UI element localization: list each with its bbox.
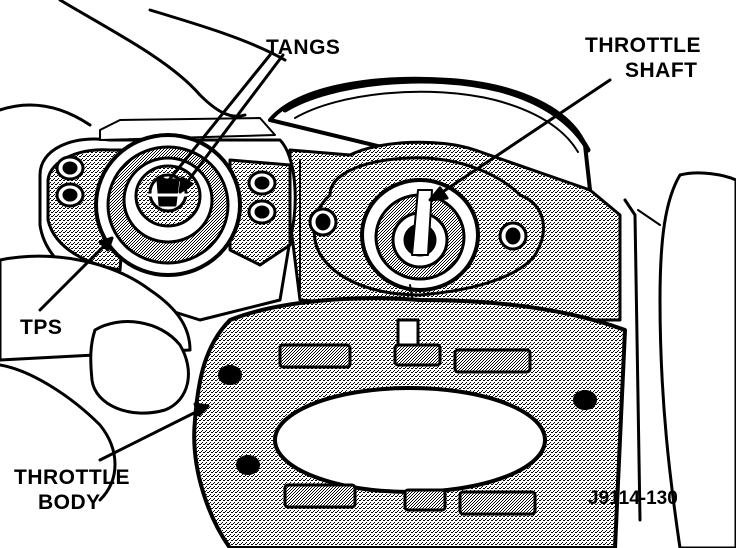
label-throttle-body-1: THROTTLE bbox=[14, 466, 130, 489]
tangs-leader-1 bbox=[163, 53, 272, 187]
tps-leader bbox=[38, 243, 107, 312]
label-throttle-shaft-1: THROTTLE bbox=[585, 34, 701, 57]
hand-right bbox=[623, 171, 736, 548]
flange-gasket bbox=[192, 296, 627, 548]
label-tps: TPS bbox=[20, 316, 62, 339]
throttle-shaft-leader bbox=[436, 78, 612, 197]
label-throttle-shaft-2: SHAFT bbox=[625, 59, 698, 82]
figure-code: J9114-130 bbox=[588, 488, 678, 509]
throttle-body-leader bbox=[98, 408, 202, 462]
label-throttle-body-2: BODY bbox=[38, 491, 101, 514]
hand-bottom-left bbox=[0, 254, 192, 502]
leader-lines bbox=[38, 53, 612, 462]
tangs-leader-2 bbox=[183, 53, 285, 187]
label-tangs: TANGS bbox=[266, 36, 340, 59]
hand-top-left bbox=[0, 0, 287, 127]
throttle-shaft-boss bbox=[308, 156, 545, 356]
